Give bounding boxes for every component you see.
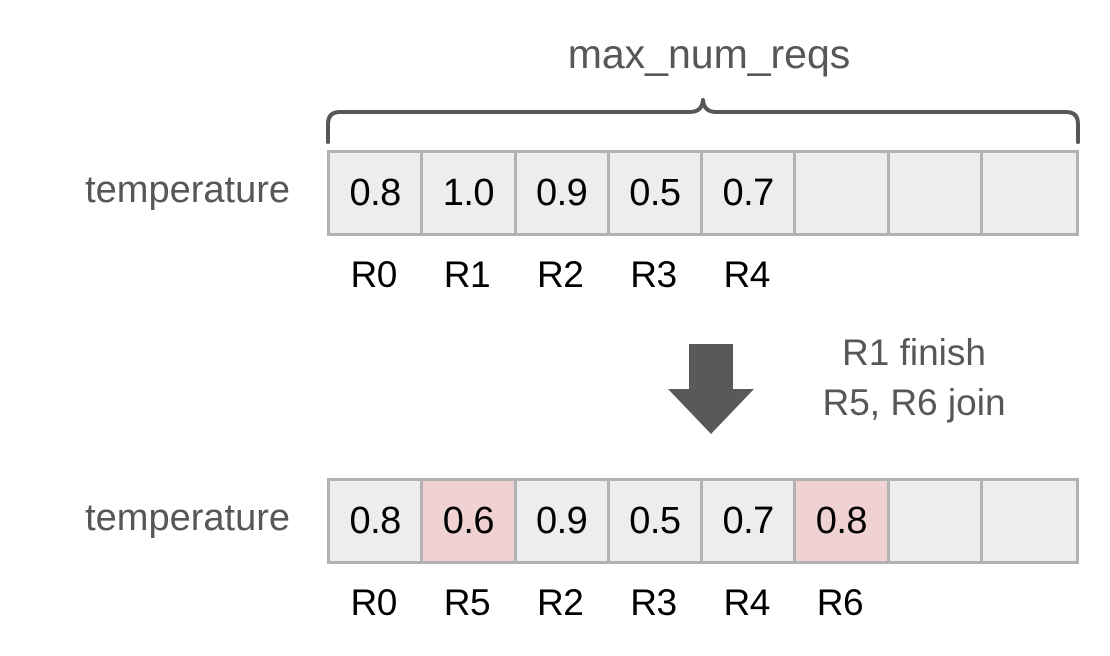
request-id-label: R4 [723,582,770,623]
table-cell[interactable] [889,481,983,561]
table-cell[interactable]: 1.0 [423,153,517,233]
request-id-label [793,253,886,301]
request-id-label [980,581,1073,629]
transition-note: R1 finish R5, R6 join [770,328,1058,428]
request-id-label: R0 [350,582,397,623]
curly-brace-top-icon [326,98,1080,144]
request-id-label [887,253,980,301]
request-id-strip-before: R0 R1 R2 R3 R4 [327,253,1079,301]
table-cell[interactable]: 0.9 [516,153,610,233]
transition-note-line-2: R5, R6 join [822,382,1006,423]
temperature-table-before: 0.8 1.0 0.9 0.5 0.7 [327,150,1079,236]
request-id-label: R4 [723,254,770,295]
request-id-label [980,253,1073,301]
request-id-label: R3 [630,254,677,295]
table-cell[interactable]: 0.8 [330,153,424,233]
request-id-strip-after: R0 R5 R2 R3 R4 R6 [327,581,1079,629]
request-id-label: R2 [536,582,584,623]
request-id-label [887,581,980,629]
temperature-table-after: 0.8 0.6 0.9 0.5 0.7 0.8 [327,478,1079,564]
table-cell[interactable] [982,481,1076,561]
max-num-reqs-title: max_num_reqs [567,31,851,77]
table-cell[interactable]: 0.9 [516,481,610,561]
table-cell[interactable] [889,153,983,233]
table-cell[interactable] [796,153,890,233]
request-id-label: R0 [350,254,397,295]
row-label-temperature-before: temperature [85,169,290,211]
table-cell-highlighted[interactable]: 0.6 [423,481,517,561]
request-id-label: R1 [443,254,491,295]
table-cell[interactable]: 0.5 [609,481,703,561]
down-arrow-icon [668,344,754,434]
row-label-temperature-after: temperature [85,497,290,539]
table-cell[interactable]: 0.5 [609,153,703,233]
table-cell[interactable]: 0.7 [703,153,797,233]
request-id-label: R5 [443,582,491,623]
table-cell[interactable]: 0.8 [330,481,424,561]
table-cell[interactable]: 0.7 [703,481,797,561]
request-id-label: R3 [630,582,677,623]
table-cell-highlighted[interactable]: 0.8 [796,481,890,561]
transition-note-line-1: R1 finish [842,332,986,373]
table-cell[interactable] [982,153,1076,233]
request-id-label: R2 [536,254,584,295]
request-id-label: R6 [816,582,864,623]
